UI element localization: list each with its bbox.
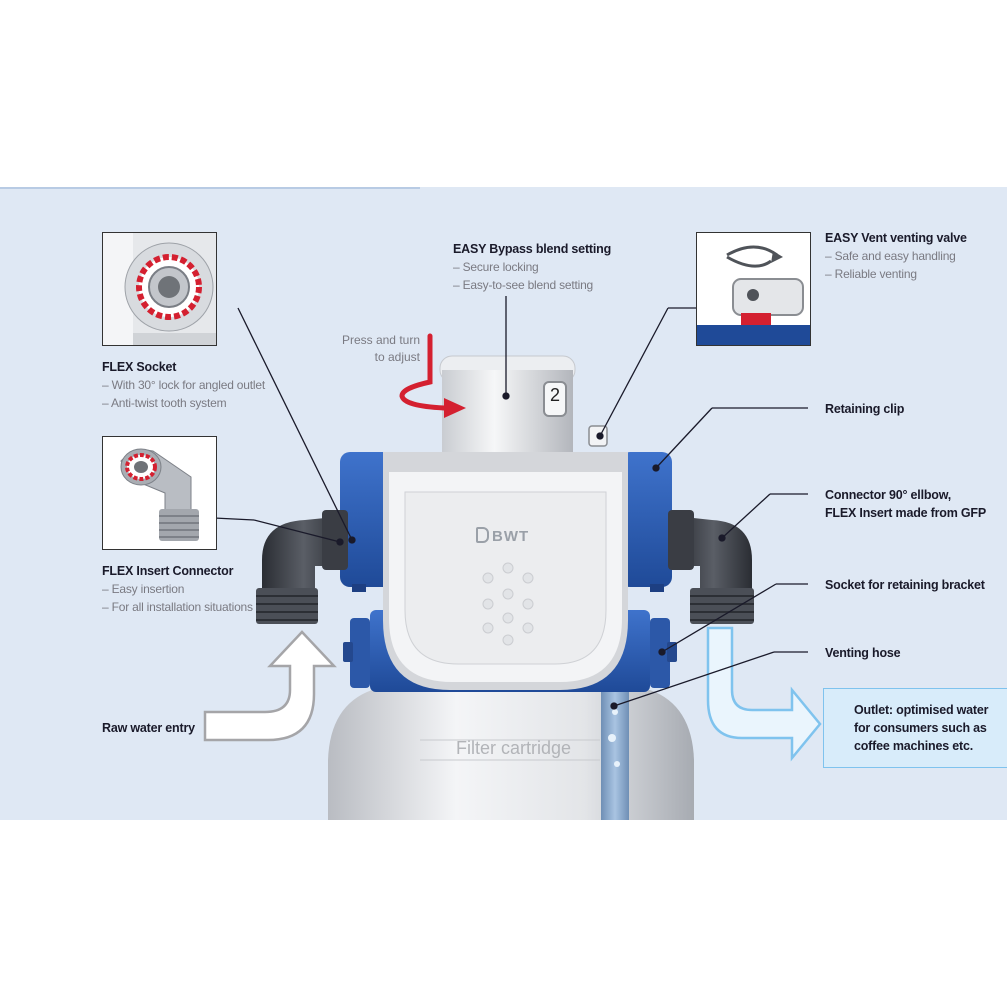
vent-valve-title: EASY Vent venting valve: [825, 231, 967, 245]
outlet-arrow: [706, 626, 822, 762]
bypass-callout: EASY Bypass blend setting – Secure locki…: [453, 240, 611, 294]
vent-valve-callout: EASY Vent venting valve – Safe and easy …: [825, 229, 967, 283]
bypass-item: – Easy-to-see blend setting: [453, 278, 594, 292]
socket-bracket-title: Socket for retaining bracket: [825, 578, 985, 592]
easy-vent-thumbnail: [696, 232, 811, 346]
press-turn-line: to adjust: [374, 350, 420, 364]
bypass-item: – Secure locking: [453, 260, 539, 274]
raw-water-arrow: [203, 630, 337, 742]
socket-bracket-callout: Socket for retaining bracket: [825, 576, 985, 594]
retaining-clip-callout: Retaining clip: [825, 400, 904, 418]
vent-valve-item: – Reliable venting: [825, 267, 917, 281]
blend-dial-number: 2: [549, 385, 560, 405]
brand-mark-icon: [476, 527, 489, 543]
flex-socket-callout: FLEX Socket – With 30° lock for angled o…: [102, 358, 265, 412]
connector-title: FLEX Insert made from GFP: [825, 506, 987, 520]
outlet-line: Outlet: optimised water: [854, 703, 989, 717]
panel-top-rule: [0, 187, 420, 189]
retaining-clip-title: Retaining clip: [825, 402, 905, 416]
flex-socket-title: FLEX Socket: [102, 360, 177, 374]
outlet-text: Outlet: optimised water for consumers su…: [854, 701, 989, 755]
brand-logo: BWT: [476, 527, 529, 545]
right-elbow-connector: [668, 510, 754, 624]
connector-title: Connector 90° ellbow,: [825, 488, 952, 502]
bypass-title: EASY Bypass blend setting: [453, 242, 612, 256]
press-turn-hint: Press and turn to adjust: [340, 332, 420, 366]
flex-insert-thumbnail: [102, 436, 217, 550]
filter-cartridge-label: Filter cartridge: [456, 738, 572, 758]
flex-insert-title: FLEX Insert Connector: [102, 564, 234, 578]
connector-callout: Connector 90° ellbow, FLEX Insert made f…: [825, 486, 986, 522]
brand-text: BWT: [492, 528, 530, 545]
press-turn-line: Press and turn: [341, 333, 420, 347]
venting-hose-callout: Venting hose: [825, 644, 901, 662]
press-turn-arrow: [399, 333, 447, 411]
flex-socket-thumbnail: [102, 232, 217, 346]
raw-water-callout: Raw water entry: [102, 719, 195, 737]
head-right-blue: [620, 452, 672, 587]
flex-socket-item: – With 30° lock for angled outlet: [102, 378, 265, 392]
outlet-line: for consumers such as: [854, 721, 987, 735]
left-elbow-connector: [256, 510, 348, 624]
vent-valve-item: – Safe and easy handling: [825, 249, 956, 263]
raw-water-title: Raw water entry: [102, 721, 195, 735]
flex-socket-item: – Anti-twist tooth system: [102, 396, 227, 410]
bracket-left: [350, 618, 370, 688]
flex-insert-item: – For all installation situations: [102, 600, 253, 614]
outlet-line: coffee machines etc.: [854, 739, 973, 753]
outlet-callout-box: Outlet: optimised water for consumers su…: [823, 688, 1007, 768]
flex-insert-callout: FLEX Insert Connector – Easy insertion –…: [102, 562, 253, 616]
blend-window: [543, 381, 567, 417]
flex-insert-item: – Easy insertion: [102, 582, 185, 596]
venting-hose-title: Venting hose: [825, 646, 901, 660]
